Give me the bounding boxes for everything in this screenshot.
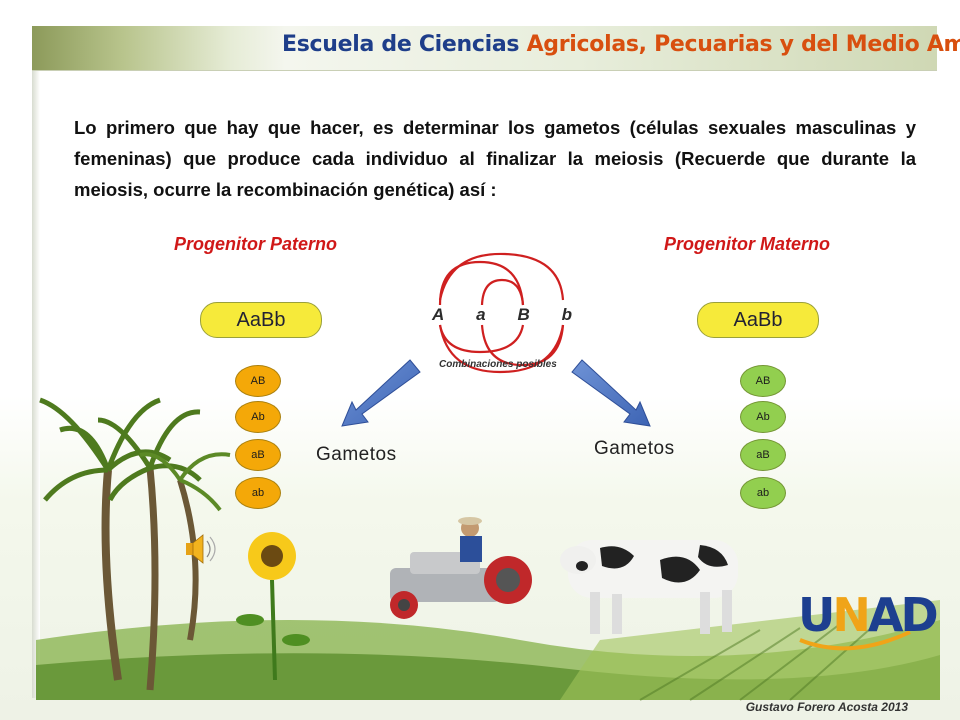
genotype-paterno: AaBb [200,302,322,338]
genotype-materno: AaBb [697,302,819,338]
gamete-paterno: aB [235,439,281,471]
gamete-materno: AB [740,365,786,397]
sunflower-illustration [236,532,310,681]
speaker-icon [186,534,216,564]
arc-A-B [438,324,525,354]
gamete-paterno: AB [235,365,281,397]
arc-a-b-small [480,278,525,306]
gamete-materno: Ab [740,401,786,433]
gametos-label-left: Gametos [316,444,397,465]
arc-a-bsmall [480,324,565,367]
heading-materno: Progenitor Materno [664,234,831,254]
allele-letters: A a B b [432,305,572,325]
arc-a-b [438,260,525,306]
banner-title-subject: Agricolas, Pecuarias y del Medio Ambient… [526,32,960,57]
allele-B: B [517,305,530,324]
heading-paterno: Progenitor Paterno [174,234,338,254]
arrow-to-paterno [341,359,421,427]
gamete-materno: ab [740,477,786,509]
gamete-materno: aB [740,439,786,471]
allele-b: b [561,305,572,324]
slide-frame [32,26,40,698]
gametos-label-right: Gametos [594,438,675,459]
arc-A-b [438,252,565,301]
author-credit: Gustavo Forero Acosta 2013 [745,700,908,714]
gamete-paterno: Ab [235,401,281,433]
intro-paragraph: Lo primero que hay que hacer, es determi… [74,117,916,200]
allele-a: a [476,305,486,324]
allele-A: A [432,305,445,324]
banner-title-school: Escuela de Ciencias [282,32,520,57]
gamete-paterno: ab [235,477,281,509]
palm-trees-illustration [39,397,231,691]
header-banner: Escuela de Ciencias Agricolas, Pecuarias… [32,26,960,71]
combinations-caption: Combinaciones posibles [439,359,557,370]
cow-illustration [560,540,738,634]
banner-title: Escuela de Ciencias Agricolas, Pecuarias… [282,32,960,57]
arc-A-bottom [438,324,565,374]
tractor-illustration [390,517,532,619]
unad-logo: UNAD [798,588,939,642]
arrow-to-materno [571,359,651,427]
